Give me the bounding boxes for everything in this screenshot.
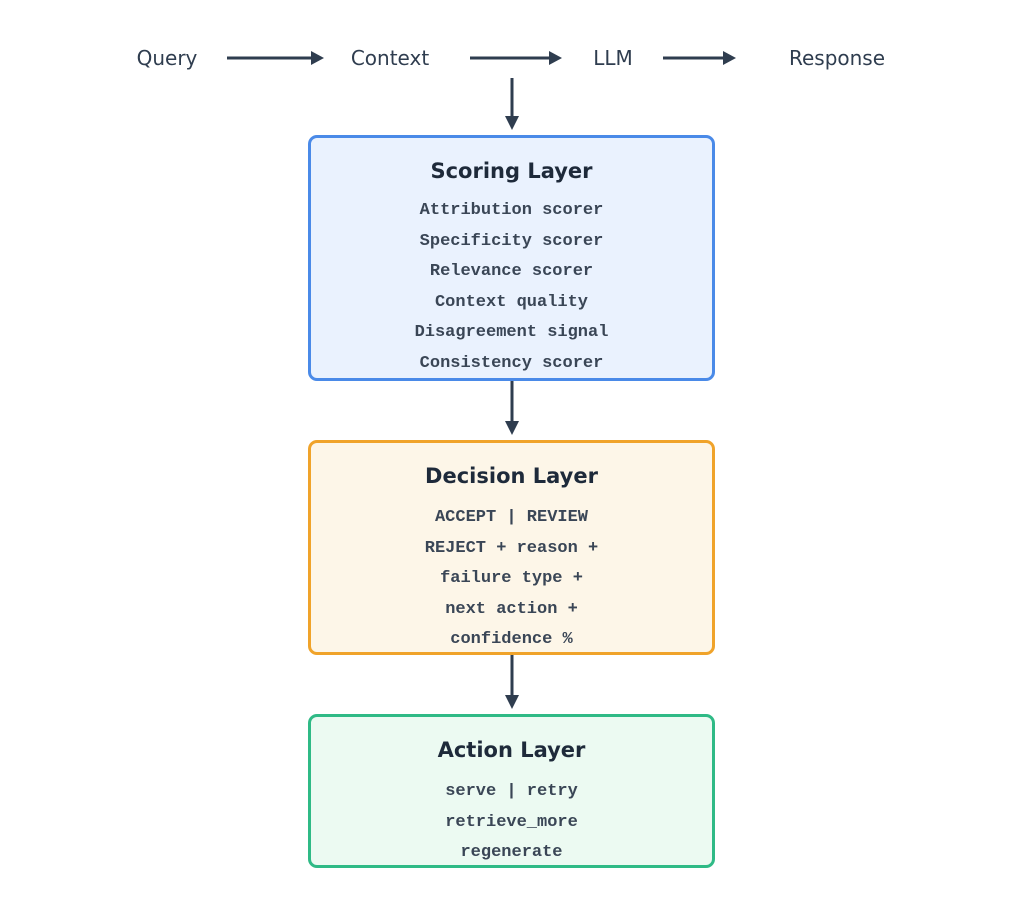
arrow-scoring-to-decision bbox=[505, 381, 519, 435]
scoring-item-disagreement: Disagreement signal bbox=[414, 323, 609, 342]
decision-line-1: ACCEPT | REVIEW bbox=[434, 508, 589, 527]
decision-line-3: failure type + bbox=[440, 569, 583, 588]
flow-node-llm: LLM bbox=[593, 46, 633, 70]
decision-layer-box: Decision Layer ACCEPT | REVIEW REJECT + … bbox=[308, 440, 715, 655]
decision-layer-list: ACCEPT | REVIEW REJECT + reason + failur… bbox=[311, 503, 712, 656]
flow-node-query: Query bbox=[136, 46, 198, 70]
decision-line-2: REJECT + reason + bbox=[424, 538, 599, 558]
scoring-item-attribution: Attribution scorer bbox=[419, 201, 604, 220]
decision-line-5: confidence % bbox=[450, 630, 573, 649]
action-line-2: retrieve_more bbox=[445, 812, 578, 832]
scoring-layer-title: Scoring Layer bbox=[430, 159, 593, 183]
scoring-layer-box: Scoring Layer Attribution scorer Specifi… bbox=[308, 135, 715, 381]
arrow-decision-to-action bbox=[505, 655, 519, 709]
action-layer-title: Action Layer bbox=[437, 738, 586, 762]
scoring-item-specificity: Specificity scorer bbox=[419, 231, 604, 251]
arrow-context-to-llm bbox=[470, 51, 562, 65]
action-line-3: regenerate bbox=[460, 843, 563, 862]
action-line-1: serve | retry bbox=[445, 782, 578, 801]
arrow-context-to-scoring bbox=[505, 78, 519, 130]
scoring-layer-list: Attribution scorer Specificity scorer Re… bbox=[311, 196, 712, 379]
scoring-item-context-quality: Context quality bbox=[434, 292, 589, 312]
decision-line-4: next action + bbox=[445, 599, 578, 619]
action-layer-box: Action Layer serve | retry retrieve_more… bbox=[308, 714, 715, 868]
decision-layer-title: Decision Layer bbox=[425, 464, 598, 488]
action-layer-list: serve | retry retrieve_more regenerate bbox=[311, 777, 712, 869]
flow-node-context: Context bbox=[350, 46, 430, 70]
scoring-item-relevance: Relevance scorer bbox=[429, 262, 594, 281]
scoring-item-consistency: Consistency scorer bbox=[419, 353, 604, 373]
flow-node-response: Response bbox=[788, 46, 886, 70]
arrow-query-to-context bbox=[227, 51, 324, 65]
arrow-llm-to-response bbox=[663, 51, 736, 65]
